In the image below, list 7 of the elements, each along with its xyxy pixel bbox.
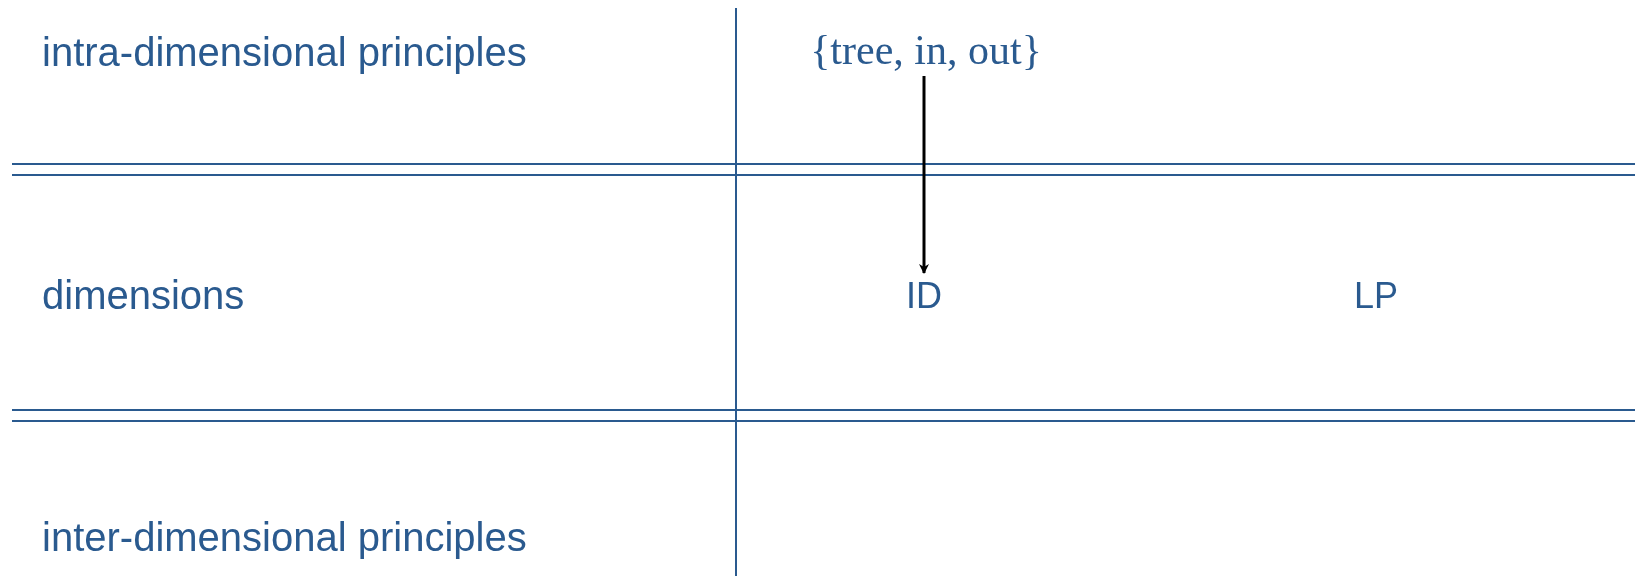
row-label: inter-dimensional principles xyxy=(42,514,527,560)
dimension-label: ID xyxy=(902,273,946,319)
row-label: dimensions xyxy=(42,272,245,318)
arrow xyxy=(919,76,929,274)
row-label: intra-dimensional principles xyxy=(42,29,527,75)
set-label: {tree, in, out} xyxy=(806,24,1046,76)
dimension-label: LP xyxy=(1350,273,1402,319)
